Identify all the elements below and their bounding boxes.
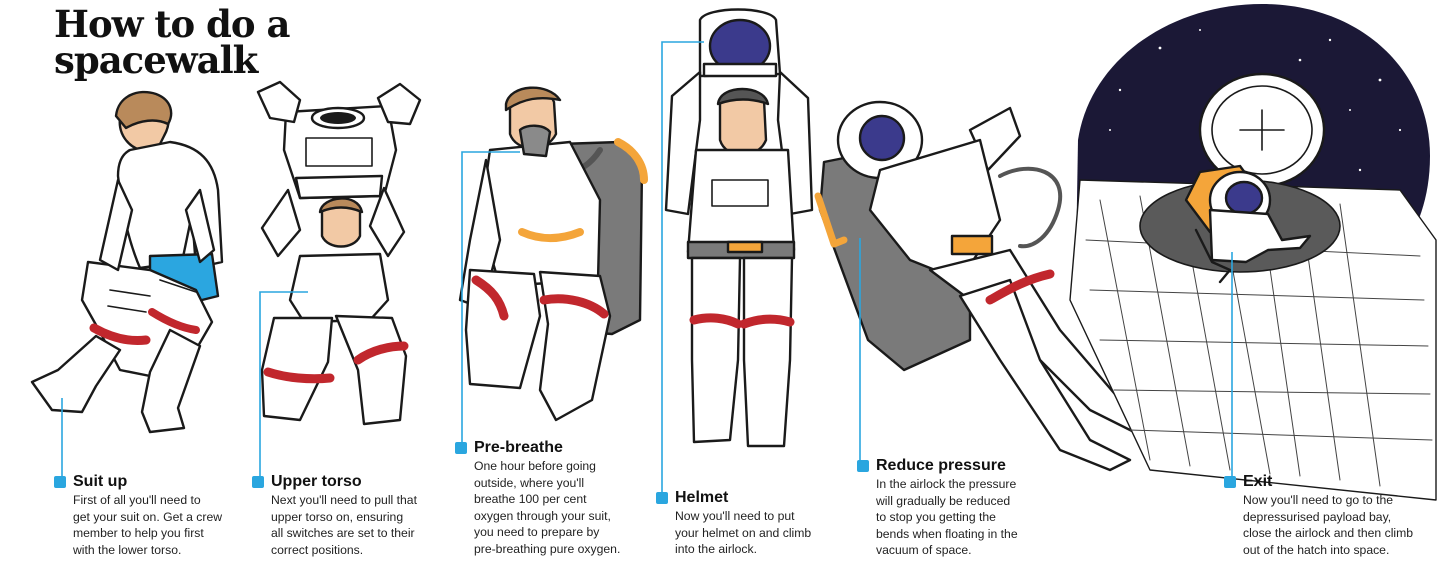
step-line: all switches are set to their — [271, 526, 415, 540]
step-line: depressurised payload bay, — [1243, 509, 1392, 524]
step-line: get your suit on. Get a crew — [73, 509, 223, 524]
step-marker-square — [54, 475, 66, 488]
step-title-helmet: Helmet — [675, 489, 729, 506]
step-line: First of all you'll need to — [73, 493, 201, 507]
step-description-reduce-pressure: In the airlock the pressure will gradual… — [876, 476, 1018, 559]
step-line: to stop you getting the — [876, 510, 996, 524]
leader-line-pre-breathe — [461, 151, 520, 444]
step-line: upper torso on, ensuring — [271, 509, 404, 524]
step-description-pre-breathe: One hour before going outside, where you… — [474, 458, 620, 557]
step-exit: Exit Now you'll need to go to the depres… — [1224, 472, 1413, 558]
step-line: correct positions. — [271, 542, 364, 557]
step-title-suit-up: Suit up — [73, 473, 128, 490]
step-line: One hour before going — [474, 459, 596, 473]
step-line: outside, where you'll — [474, 475, 585, 490]
step-reduce-pressure: Reduce pressure In the airlock the press… — [857, 456, 1018, 559]
scene-suit-up — [30, 90, 224, 434]
step-line: breathe 100 per cent — [474, 492, 587, 506]
step-line: out of the hatch into space. — [1243, 542, 1390, 557]
step-marker-square — [857, 459, 869, 472]
step-line: into the airlock. — [675, 542, 757, 556]
step-line: with the lower torso. — [73, 542, 182, 557]
title-line-2: spacewalk — [54, 38, 258, 82]
step-title-exit: Exit — [1243, 473, 1273, 490]
step-title-reduce-pressure: Reduce pressure — [876, 457, 1006, 474]
scene-reduce-pressure — [814, 100, 1182, 472]
infographic-title: How to do a spacewalk — [54, 2, 290, 82]
step-line: Now you'll need to go to the — [1243, 493, 1394, 507]
step-pre-breathe: Pre-breathe One hour before going outsid… — [455, 438, 620, 557]
step-description-exit: Now you'll need to go to the depressuris… — [1243, 492, 1413, 558]
step-title-upper-torso: Upper torso — [271, 473, 362, 490]
step-suit-up: Suit up First of all you'll need to get … — [54, 472, 222, 558]
step-line: In the airlock the pressure — [876, 477, 1017, 491]
step-line: your helmet on and climb — [675, 525, 812, 540]
step-line: close the airlock and then climb — [1243, 526, 1414, 540]
scene-helmet — [664, 8, 814, 448]
leader-line-helmet — [661, 41, 704, 494]
leader-line-upper-torso — [259, 291, 308, 478]
step-line: Next you'll need to pull that — [271, 493, 417, 507]
step-line: you need to prepare by — [474, 525, 600, 539]
step-line: vacuum of space. — [876, 543, 972, 557]
step-marker-square — [455, 441, 467, 454]
step-line: member to help you first — [73, 526, 204, 540]
step-description-helmet: Now you'll need to put your helmet on an… — [675, 508, 811, 558]
leader-lines — [61, 41, 1233, 494]
step-helmet: Helmet Now you'll need to put your helme… — [656, 488, 811, 558]
step-marker-square — [252, 475, 264, 488]
step-upper-torso: Upper torso Next you'll need to pull tha… — [252, 472, 417, 558]
step-line: will gradually be reduced — [876, 493, 1011, 508]
step-description-suit-up: First of all you'll need to get your sui… — [73, 492, 222, 558]
scene-pre-breathe — [458, 86, 648, 422]
step-description-upper-torso: Next you'll need to pull that upper tors… — [271, 492, 417, 558]
scene-exit — [1069, 4, 1437, 501]
step-line: bends when floating in the — [876, 526, 1018, 541]
step-line: Now you'll need to put — [675, 509, 795, 523]
step-marker-square — [1224, 475, 1236, 488]
scene-upper-torso — [256, 80, 422, 426]
step-line: pre-breathing pure oxygen. — [474, 541, 621, 556]
step-marker-square — [656, 491, 668, 504]
title-line-1: How to do a — [54, 2, 290, 46]
step-title-pre-breathe: Pre-breathe — [474, 439, 563, 456]
step-line: oxygen through your suit, — [474, 508, 611, 523]
